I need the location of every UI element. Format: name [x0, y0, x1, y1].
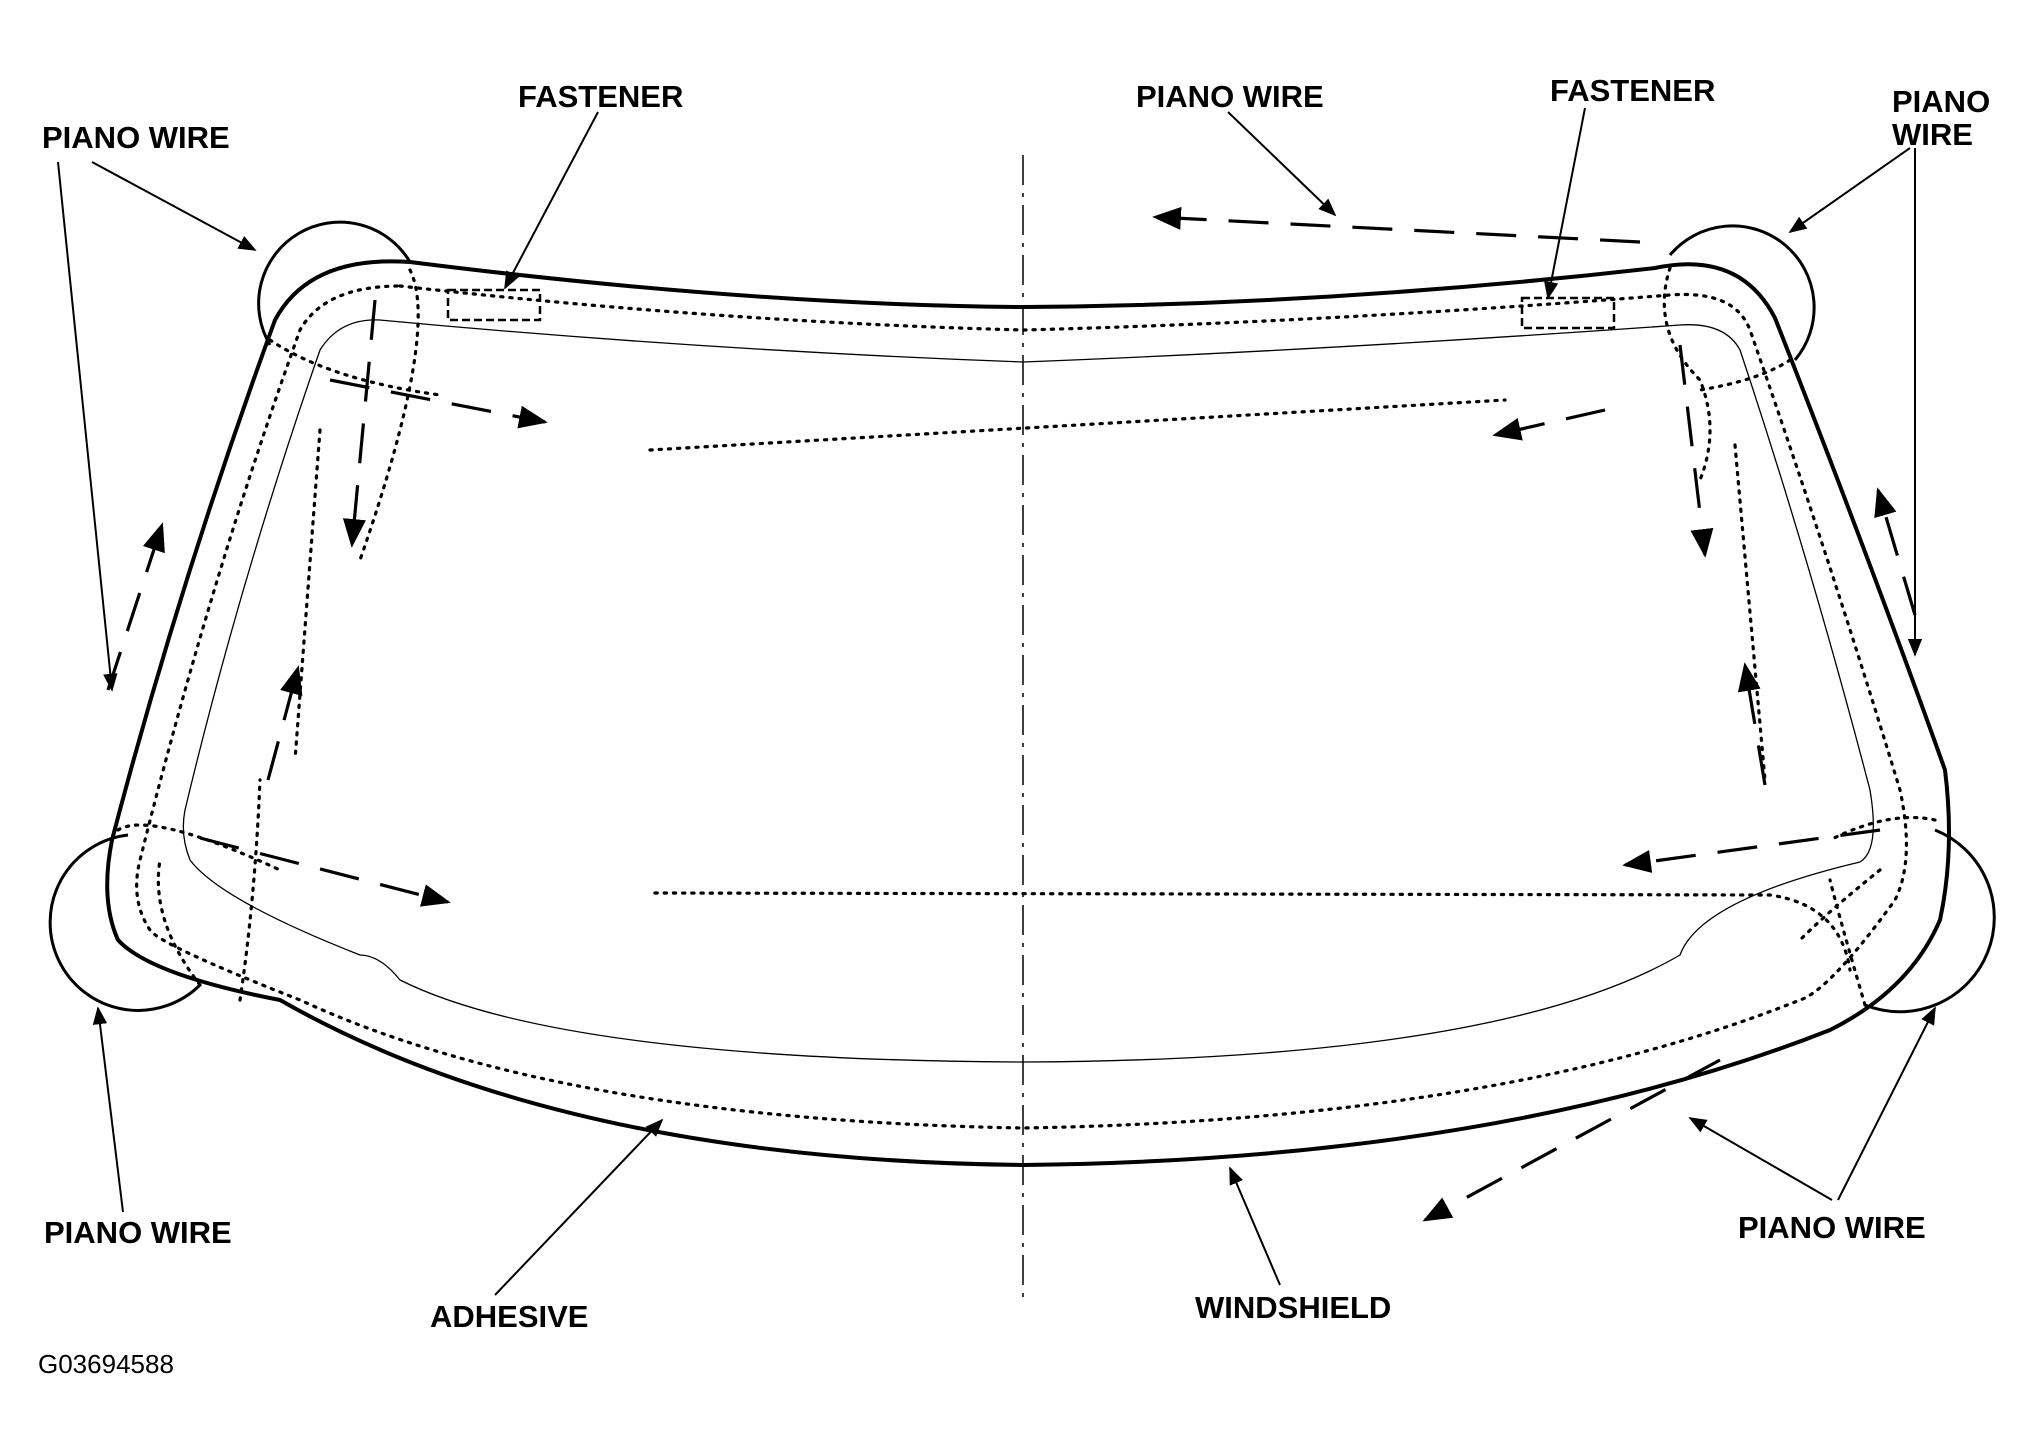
fastener-right-clip [1520, 296, 1616, 330]
figure-code: G03694588 [38, 1349, 174, 1379]
leader-windshield [1229, 1166, 1281, 1286]
label-piano-wire-top-right-line1: PIANO [1892, 84, 1990, 119]
cut-arrow-right-up [1874, 487, 1917, 616]
windshield-outline [105, 259, 1951, 1167]
wire-path-top [648, 398, 1507, 452]
cut-arrow-right-inner-up [1737, 662, 1767, 786]
wire-loop-bottom-right [1798, 815, 1937, 1007]
wire-path-right-vert [1733, 443, 1767, 782]
leader-fastener-right [1544, 107, 1586, 300]
label-fastener-right: FASTENER [1550, 73, 1715, 108]
corner-circle-top-left [257, 220, 412, 346]
corner-circle-bottom-left [48, 833, 202, 1012]
label-fastener-left: FASTENER [518, 79, 683, 114]
leader-piano-wire-tl-a [91, 161, 257, 251]
windshield-inner-outline [182, 319, 1874, 1063]
leader-piano-wire-tl-b [57, 161, 118, 692]
leader-piano-wire-tr-a [1788, 147, 1911, 234]
leader-fastener-left [504, 111, 599, 290]
leader-piano-wire-br-b [1837, 1006, 1936, 1201]
leader-piano-wire-bl [92, 1006, 124, 1213]
cut-arrow-top-left [329, 378, 548, 429]
wire-path-bottom [653, 891, 1852, 972]
label-adhesive: ADHESIVE [430, 1299, 588, 1334]
label-piano-wire-top-right-line2: WIRE [1892, 117, 1973, 152]
corner-circle-top-right [1668, 224, 1816, 361]
corner-circle-bottom-right [1864, 828, 1996, 1014]
label-piano-wire-top-center: PIANO WIRE [1136, 79, 1324, 114]
adhesive-bead [135, 284, 1909, 1130]
leader-piano-wire-br-a [1688, 1117, 1833, 1201]
cut-arrow-top-right [1492, 408, 1606, 441]
label-piano-wire-bottom-left: PIANO WIRE [44, 1215, 232, 1250]
fastener-left-clip [446, 288, 542, 322]
wire-path-left-vert [293, 428, 322, 762]
label-windshield: WINDSHIELD [1195, 1290, 1391, 1325]
leader-piano-wire-top-center [1227, 111, 1337, 217]
cut-arrow-left-down [342, 299, 377, 548]
leader-adhesive [494, 1118, 664, 1296]
cut-arrow-right-down [1678, 344, 1714, 558]
cut-arrow-top-center [1152, 206, 1641, 244]
cut-arrow-bottom-left [199, 836, 451, 907]
wire-loop-top-left [268, 268, 442, 562]
cut-arrow-bottom-center [1422, 1058, 1721, 1222]
label-piano-wire-top-left: PIANO WIRE [42, 120, 230, 155]
label-piano-wire-bottom-right: PIANO WIRE [1738, 1210, 1926, 1245]
wire-loop-bottom-left [116, 778, 282, 1002]
cut-arrow-left-up [106, 522, 165, 691]
wire-loop-top-right [1662, 266, 1792, 482]
cut-arrow-bottom-right [1622, 828, 1881, 873]
cut-arrow-left-inner-up [266, 665, 303, 781]
